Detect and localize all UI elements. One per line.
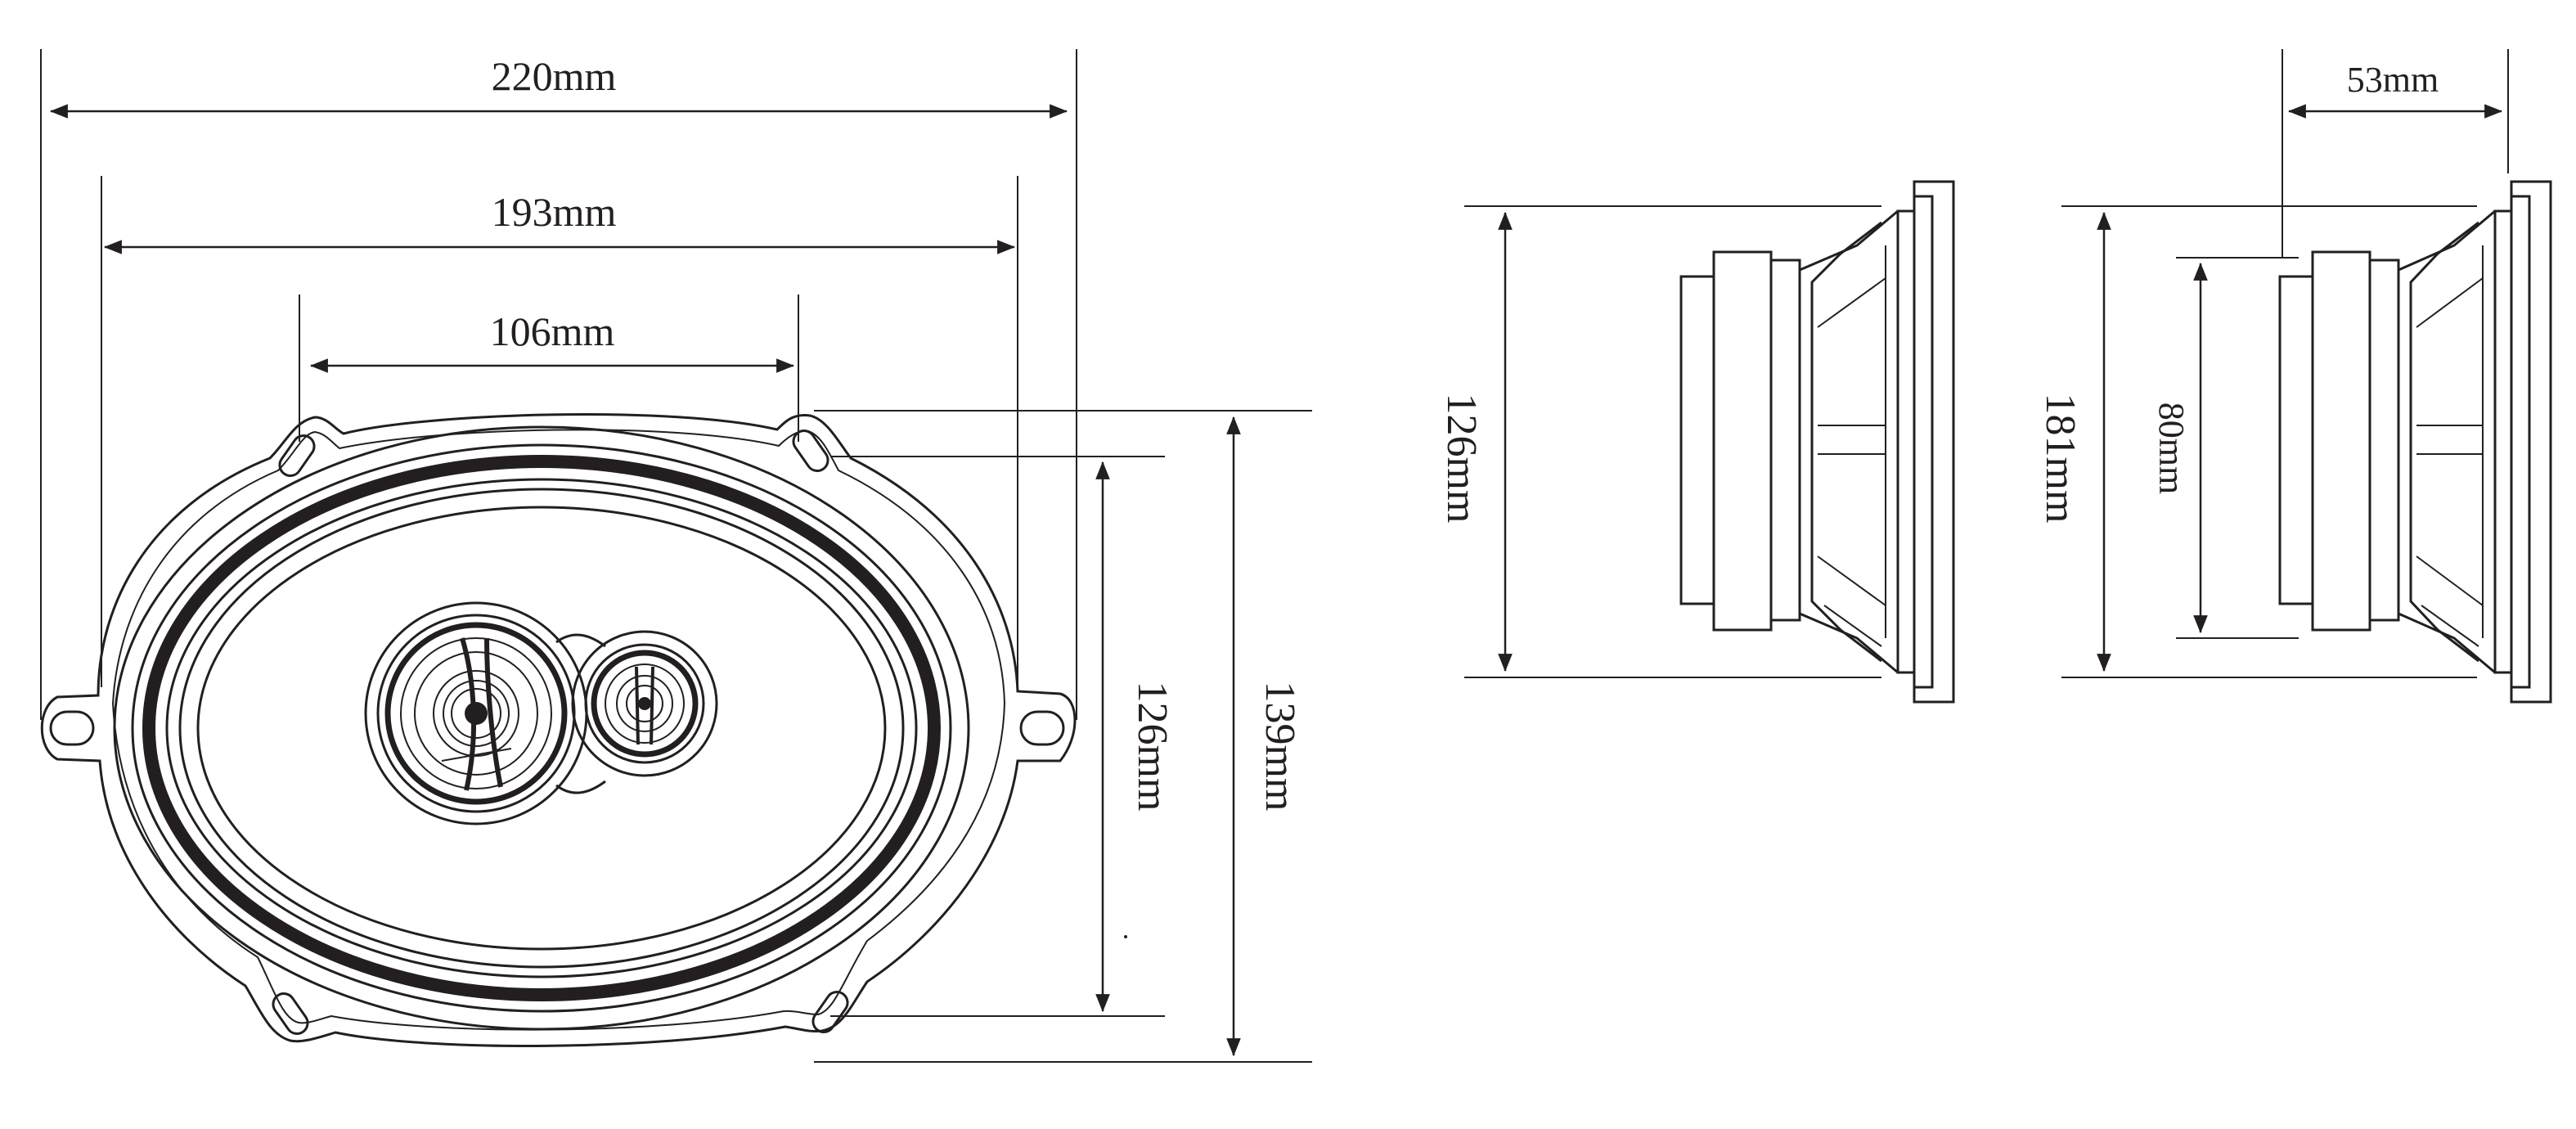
mounting-hole-bottom-right [811,991,849,1033]
midrange-cone [400,637,552,789]
tweeter-driver [571,630,718,777]
gasket [1896,209,1916,674]
midrange-bridge-cross [441,748,512,762]
gasket-ring-outer [131,443,952,1013]
dimension-label-220: 220mm [492,53,617,99]
basket-strut [2416,277,2484,328]
tweeter-cone [605,663,685,744]
midrange-dome-outer [433,670,519,757]
gasket-ring [142,455,941,1001]
mounting-hole-right [1019,710,1065,746]
side-view-b: 53mm 181mm 80mm [2037,49,2552,704]
magnet-plate [2368,259,2400,622]
dimension-label-193: 193mm [492,189,617,235]
mounting-hole-top-left [278,434,316,477]
side-view-a: 126mm [1438,180,1955,704]
front-flange-outer [1913,180,1955,704]
driver-connector [555,633,606,794]
basket-inner [2409,221,2479,663]
tweeter-bridge-right [650,666,654,745]
mounting-hole-top-right [792,430,829,472]
mounting-hole-left [49,710,95,746]
tweeter-ring [591,650,699,758]
basket-inner [1810,221,1882,663]
tweeter-housing-inner [584,643,705,764]
basket-strut [2421,605,2479,647]
basket-strut [2416,556,2484,606]
cone-inner [196,506,887,951]
speaker-frame-outline [40,413,1077,1047]
midrange-ring [384,622,568,805]
tweeter-dome-inner [626,685,663,722]
tweeter-bridge-left [635,666,640,745]
magnet [2311,250,2371,632]
dimension-label-126: 126mm [1129,681,1176,812]
outer-ring [113,425,970,1031]
magnet [1712,250,1773,632]
tweeter-housing [571,630,718,777]
midrange-center [465,702,488,725]
front-view: 220mm 193mm 106mm 126mm 139mm [40,49,1312,1063]
midrange-dome-inner [451,688,501,739]
surround-ring [165,478,918,978]
tweeter-dome [616,675,673,732]
basket-strut [1823,605,1882,647]
midrange-bridge-right [484,637,503,788]
midrange-dome [443,680,510,747]
speaker-frame-inner-outline [111,429,1006,1031]
midrange-bridge-left [460,637,477,791]
dot-mark [1124,935,1127,938]
dimension-label-80: 80mm [2151,403,2192,494]
dimension-label-53: 53mm [2347,60,2439,100]
front-flange-inner [1913,195,1934,689]
dimension-label-139: 139mm [1257,681,1303,812]
dimension-label-181: 181mm [2037,394,2084,524]
basket-strut [1817,556,1886,606]
midrange-cone-inner [414,651,538,776]
magnet-back [1679,275,1715,605]
basket-strut [1817,277,1886,328]
mounting-hole-bottom-left [272,992,309,1035]
dimension-label-106: 106mm [490,308,615,354]
dimension-label-126-side: 126mm [1438,394,1485,524]
gasket [2493,209,2513,674]
front-flange-outer [2510,180,2552,704]
front-flange-inner [2510,195,2531,689]
tweeter-center [638,697,651,710]
midrange-driver [364,601,588,825]
cone-edge [178,488,905,969]
magnet-plate [1769,259,1801,622]
magnet-back [2278,275,2314,605]
